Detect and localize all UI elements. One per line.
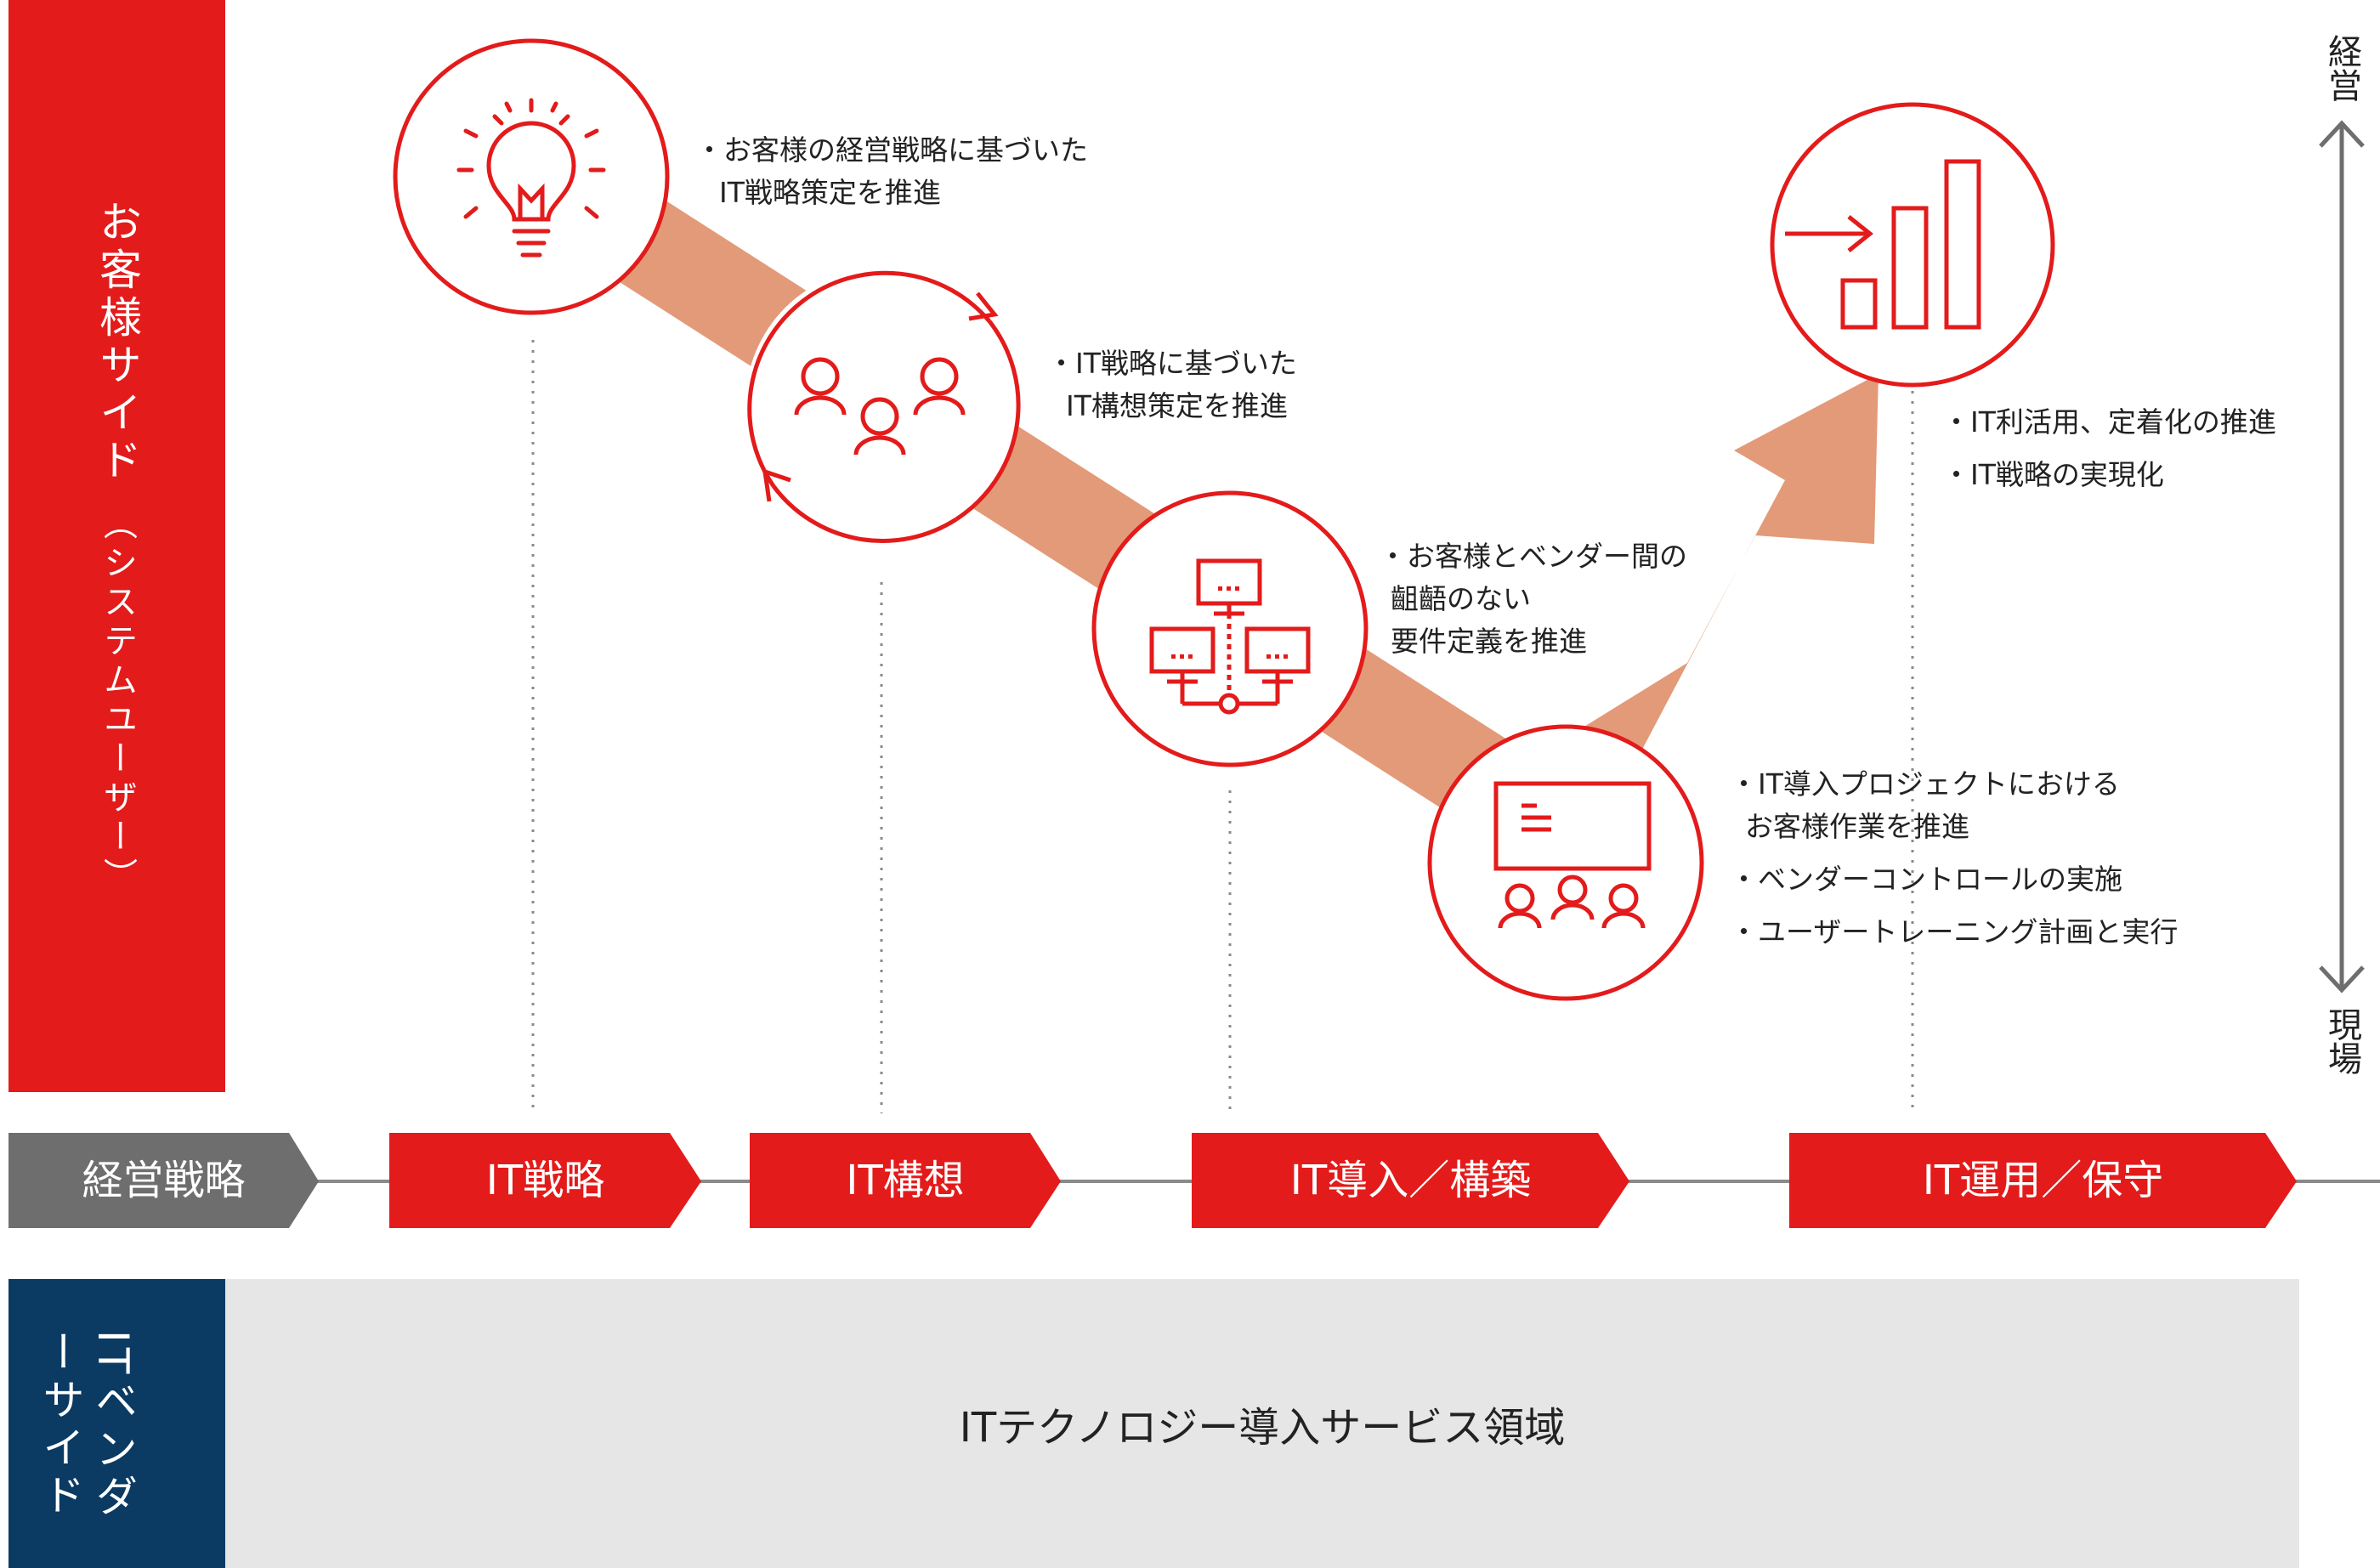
it-requirements-node <box>1091 490 1368 767</box>
it-build-node <box>1427 724 1704 1001</box>
cycle-arc <box>955 320 1021 522</box>
desc-operation: ・IT利活用、定着化の推進 ・IT戦略の実現化 <box>1942 401 2276 496</box>
desc-strategy-line: ・お客様の経営戦略に基づいた <box>695 133 1088 167</box>
dotted-guides <box>531 340 1914 1113</box>
desc-requirements-line: 要件定義を推進 <box>1391 625 1587 658</box>
vendor-side-panel <box>8 1279 225 1568</box>
desc-operation-line: ・IT利活用、定着化の推進 <box>1942 405 2276 439</box>
step-box-it-build <box>1192 1133 1629 1228</box>
people-icon <box>794 357 966 456</box>
it-operation-node <box>1770 102 2055 388</box>
desc-concept: ・IT戦略に基づいた IT構想策定を推進 <box>1047 342 1297 427</box>
step-box-it-operation <box>1789 1133 2297 1228</box>
step-label-it-operation: IT運用／保守 <box>1922 1157 2164 1204</box>
desc-concept-line: ・IT戦略に基づいた <box>1047 347 1297 380</box>
client-side-label: お客様サイド （システムユーザー） <box>93 200 142 897</box>
desc-build-line: ・ユーザートレーニング計画と実行 <box>1730 915 2179 948</box>
flow-arrow <box>506 130 1878 869</box>
step-box-management <box>8 1133 319 1228</box>
cycle-arrowhead <box>968 292 999 321</box>
vendor-service-area-label: ITテクノロジー導入サービス領域 <box>959 1404 1566 1452</box>
scale-top-label: 経営 <box>2322 34 2361 102</box>
network-icon <box>1149 558 1311 715</box>
desc-requirements-line: ・お客様とベンダー間の <box>1379 540 1687 573</box>
it-strategy-node <box>393 38 670 315</box>
desc-requirements-line: 齟齬のない <box>1391 582 1531 615</box>
scale-arrow <box>2319 120 2365 993</box>
desc-build: ・IT導入プロジェクトにおける お客様作業を推進 ・ベンダーコントロールの実施 … <box>1730 763 2178 954</box>
step-label-it-build: IT導入／構築 <box>1289 1157 1532 1204</box>
desc-build-line: ・IT導入プロジェクトにおける <box>1730 767 2120 801</box>
desc-build-line: お客様作業を推進 <box>1745 810 1969 843</box>
lightbulb-icon <box>456 98 606 258</box>
growth-chart-icon <box>1785 159 1981 330</box>
step-label-it-concept: IT構想 <box>846 1157 965 1204</box>
desc-strategy-line: IT戦略策定を推進 <box>719 176 941 209</box>
step-boxes <box>8 1133 2297 1228</box>
step-label-management: 経営戦略 <box>82 1157 246 1204</box>
desc-concept-line: IT構想策定を推進 <box>1066 389 1288 422</box>
vendor-service-area <box>225 1279 2299 1568</box>
step-label-it-strategy: IT戦略 <box>485 1157 605 1204</box>
step-box-it-strategy <box>389 1133 701 1228</box>
desc-build-line: ・ベンダーコントロールの実施 <box>1730 863 2122 896</box>
client-side-subtitle: （システムユーザー） <box>98 506 137 897</box>
presentation-icon <box>1493 781 1652 929</box>
client-side-panel <box>8 0 225 1092</box>
client-side-title: お客様サイド <box>93 200 142 485</box>
desc-requirements: ・お客様とベンダー間の 齟齬のない 要件定義を推進 <box>1379 535 1687 663</box>
scale-bottom-label: 現場 <box>2322 1007 2361 1075</box>
desc-strategy: ・お客様の経営戦略に基づいた IT戦略策定を推進 <box>695 129 1088 214</box>
vendor-side-label: ITベンダーサイド <box>36 1330 138 1522</box>
cycle-arrowhead <box>762 468 791 502</box>
desc-operation-line: ・IT戦略の実現化 <box>1942 458 2164 491</box>
it-concept-node <box>745 268 1021 543</box>
step-box-it-concept <box>750 1133 1061 1228</box>
